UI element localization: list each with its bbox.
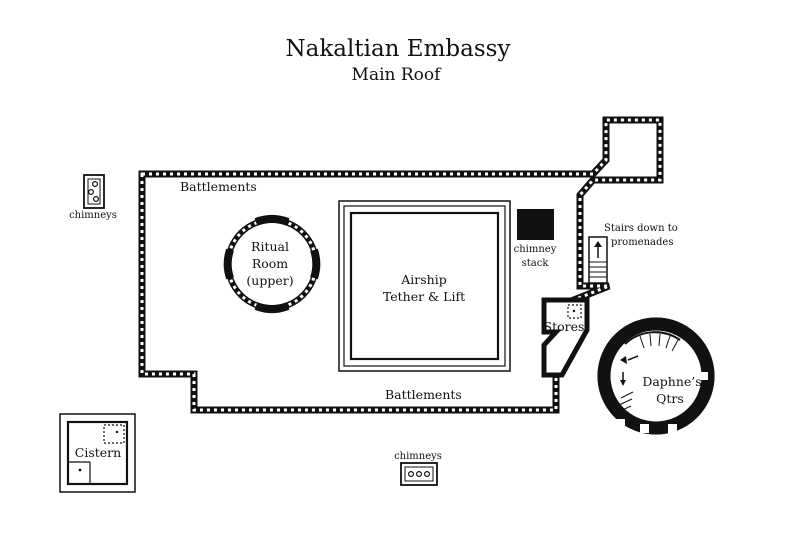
battlement-wall bbox=[138, 116, 664, 414]
stairs-down bbox=[588, 236, 608, 284]
label-chimneys-west: chimneys bbox=[69, 210, 117, 221]
label-stores: Stores bbox=[544, 319, 585, 334]
label-stairs-2: promenades bbox=[611, 237, 673, 248]
label-cistern: Cistern bbox=[75, 445, 121, 460]
label-airship-1: Airship bbox=[400, 272, 446, 287]
airship-platform bbox=[338, 200, 511, 372]
label-battlements-south: Battlements bbox=[385, 387, 462, 402]
label-chimneys-south: chimneys bbox=[394, 451, 442, 462]
stores-room bbox=[541, 297, 590, 378]
chimneys-west bbox=[83, 174, 105, 209]
label-chimney-stack-1: chimney bbox=[514, 244, 557, 255]
label-airship-2: Tether & Lift bbox=[383, 289, 465, 304]
map-title: Nakaltian Embassy bbox=[286, 36, 511, 62]
chimney-stack-block bbox=[517, 209, 554, 240]
daphnes-tower bbox=[597, 317, 715, 435]
ritual-room bbox=[223, 214, 321, 314]
label-stairs-1: Stairs down to bbox=[604, 223, 678, 234]
chimneys-south bbox=[400, 462, 438, 486]
label-daphnes-qtrs-2: Qtrs bbox=[656, 391, 684, 406]
label-chimney-stack-2: stack bbox=[522, 258, 550, 269]
label-ritual-room-1: Ritual bbox=[251, 239, 289, 254]
label-ritual-room-3: (upper) bbox=[246, 273, 293, 288]
label-daphnes-qtrs-1: Daphne’s bbox=[642, 374, 701, 389]
label-ritual-room-2: Room bbox=[252, 256, 288, 271]
map-subtitle: Main Roof bbox=[352, 65, 443, 85]
cistern bbox=[59, 413, 136, 493]
label-battlements-north: Battlements bbox=[180, 179, 257, 194]
